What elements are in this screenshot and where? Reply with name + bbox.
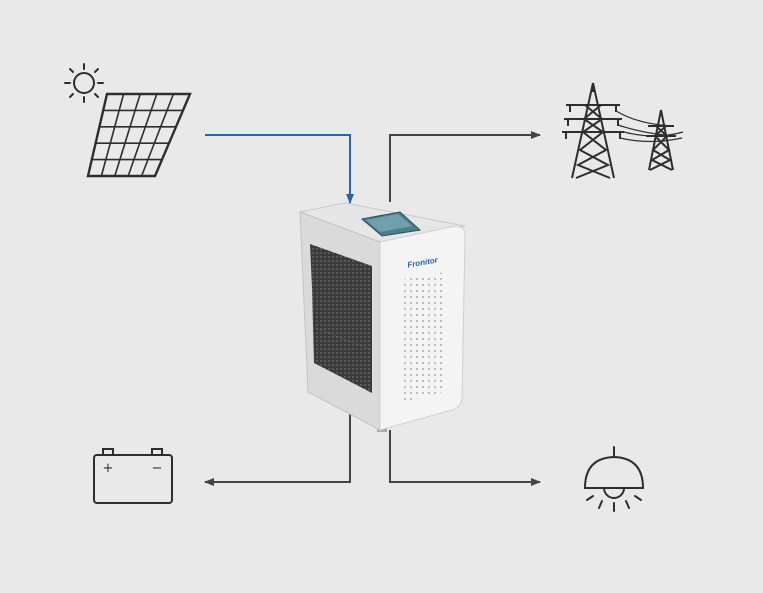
battery-plus-label: + xyxy=(103,461,114,476)
transmission-tower-icon xyxy=(562,82,684,179)
battery-icon: + − xyxy=(93,448,173,504)
solar-to-inverter-connector xyxy=(205,134,354,204)
inverter-to-grid-connector xyxy=(389,131,541,202)
inverter-to-battery-connector xyxy=(204,412,351,486)
inverter-to-load-connector xyxy=(389,430,541,486)
solar-panel-icon xyxy=(86,92,192,178)
sun-icon xyxy=(64,63,104,103)
inverter-icon: Fronitor xyxy=(298,202,466,432)
battery-minus-label: − xyxy=(152,461,163,476)
ceiling-lamp-icon xyxy=(583,446,645,512)
